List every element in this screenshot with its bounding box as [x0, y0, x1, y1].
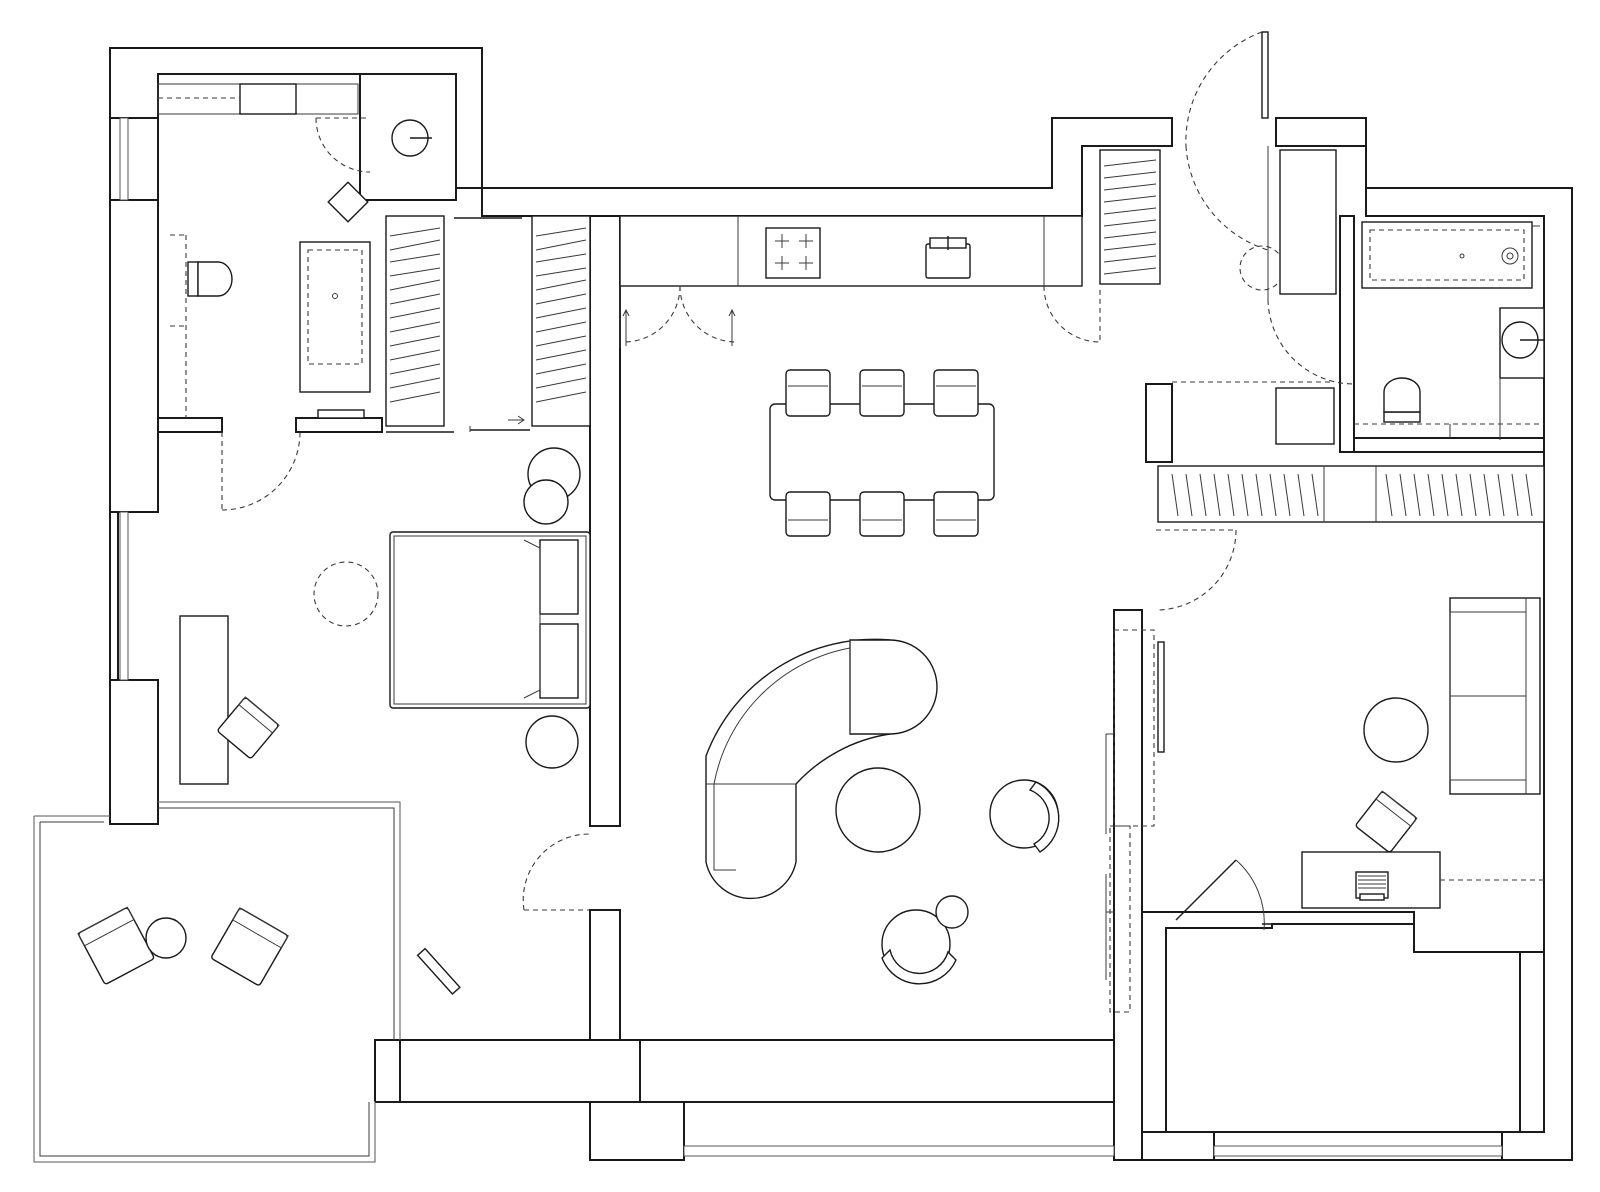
lounge-chair-bottom	[881, 909, 957, 985]
study-chair-icon	[1355, 790, 1418, 853]
entrance-hall	[1155, 31, 1355, 611]
laptop-icon	[1355, 871, 1389, 901]
media-unit	[1105, 629, 1165, 1013]
cooktop-icon	[765, 227, 821, 279]
bathroom-master	[157, 83, 432, 511]
bathroom-guest	[1172, 221, 1545, 445]
wall-loggia-inner	[1165, 923, 1521, 1133]
curved-sofa-icon	[705, 638, 938, 900]
washing-machine-icon	[1275, 387, 1335, 445]
study	[1157, 465, 1545, 931]
wall-entry-east	[1275, 117, 1367, 147]
nightstand-round	[525, 715, 579, 769]
wall-living-study	[1113, 609, 1143, 1161]
double-bed-icon	[389, 531, 591, 709]
bath-cabinet	[239, 83, 297, 115]
window-west-2	[119, 511, 129, 681]
balcony-armchair-right	[211, 907, 289, 986]
window-south-living	[683, 1145, 1115, 1157]
desk-chair-icon	[217, 696, 280, 759]
window-south-loggia	[1213, 1145, 1503, 1157]
study-round-table	[1363, 697, 1429, 763]
desk	[179, 615, 229, 785]
balcony-armchair-left	[77, 906, 155, 985]
side-table-round	[935, 895, 969, 929]
wall-north-center	[481, 117, 1173, 217]
loggia-door	[1175, 859, 1414, 931]
wall-west-lower	[109, 679, 159, 825]
wall-west-upper	[109, 117, 159, 201]
coffee-table	[835, 767, 921, 853]
wall-bed-living	[589, 215, 621, 827]
wall-south-living	[620, 1039, 1115, 1103]
wardrobe-left	[385, 215, 445, 427]
window-west-1	[119, 117, 129, 201]
entrance-door-leaf	[1261, 31, 1269, 119]
guest-toilet-icon	[1383, 377, 1421, 423]
balcony-railing-inner	[39, 807, 395, 1157]
walls	[109, 47, 1573, 1161]
entrance-door-swing	[1185, 31, 1263, 147]
wall-south-sill-left	[589, 1101, 685, 1161]
study-sofa-icon	[1449, 597, 1541, 795]
balcony-side-table	[145, 917, 187, 959]
hall-wardrobe	[1279, 149, 1337, 295]
dining-table	[769, 403, 995, 501]
bedroom	[179, 215, 591, 911]
drain-icon	[1501, 247, 1519, 265]
windows	[109, 117, 1503, 1157]
balcony-door-handle	[416, 947, 461, 995]
lounge-chair-right	[989, 779, 1060, 853]
bathtub-icon	[299, 241, 371, 393]
wall-west-pier	[109, 511, 119, 681]
stool-round-2	[523, 479, 569, 525]
dining-chairs	[785, 369, 979, 537]
wardrobe-right	[531, 215, 591, 427]
round-rug	[313, 561, 379, 627]
bath-stool-icon	[327, 181, 369, 223]
kitchen-counter	[619, 215, 1083, 287]
toilet-icon	[187, 261, 233, 297]
bath-step	[317, 409, 365, 419]
hall-stool	[1239, 245, 1285, 291]
pantry-wardrobe	[1099, 149, 1161, 285]
wall-guestbath-south	[1353, 437, 1545, 453]
sliding-arrow-icon	[508, 415, 525, 425]
wall-hall-column	[1145, 383, 1173, 463]
sink-icon	[925, 236, 971, 279]
wall-balcony-east	[374, 1039, 401, 1103]
balcony-railing	[33, 801, 401, 1163]
kitchen-living	[619, 149, 1165, 1013]
wall-bath-bedroom-2	[295, 417, 383, 433]
balcony	[33, 801, 461, 1163]
study-wardrobe-row	[1157, 465, 1545, 523]
wall-west-mid	[109, 199, 159, 513]
wall-hall-bath	[1339, 215, 1355, 453]
wall-bath-bedroom	[157, 417, 223, 433]
guest-bathtub-icon	[1361, 221, 1533, 289]
